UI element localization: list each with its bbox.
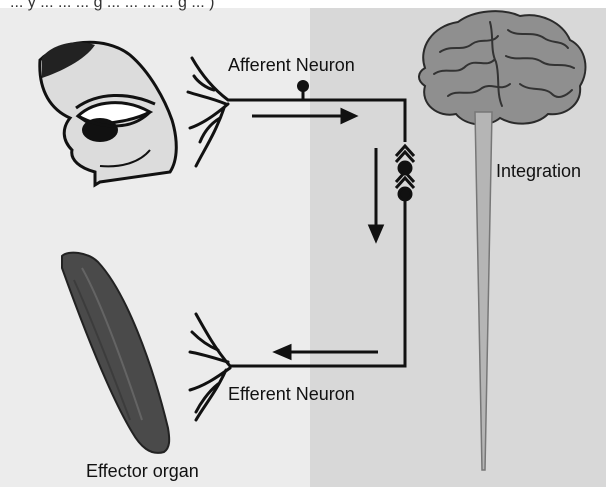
brain-icon — [419, 11, 585, 124]
integration-label: Integration — [496, 161, 581, 182]
afferent-cell-body — [297, 80, 309, 92]
cropped-header-text: ... y ... ... ... g ... ... ... ... g ..… — [10, 0, 215, 12]
afferent-neuron-label: Afferent Neuron — [228, 55, 355, 76]
efferent-neuron-label: Efferent Neuron — [228, 384, 355, 405]
effector-organ-label: Effector organ — [86, 461, 199, 482]
